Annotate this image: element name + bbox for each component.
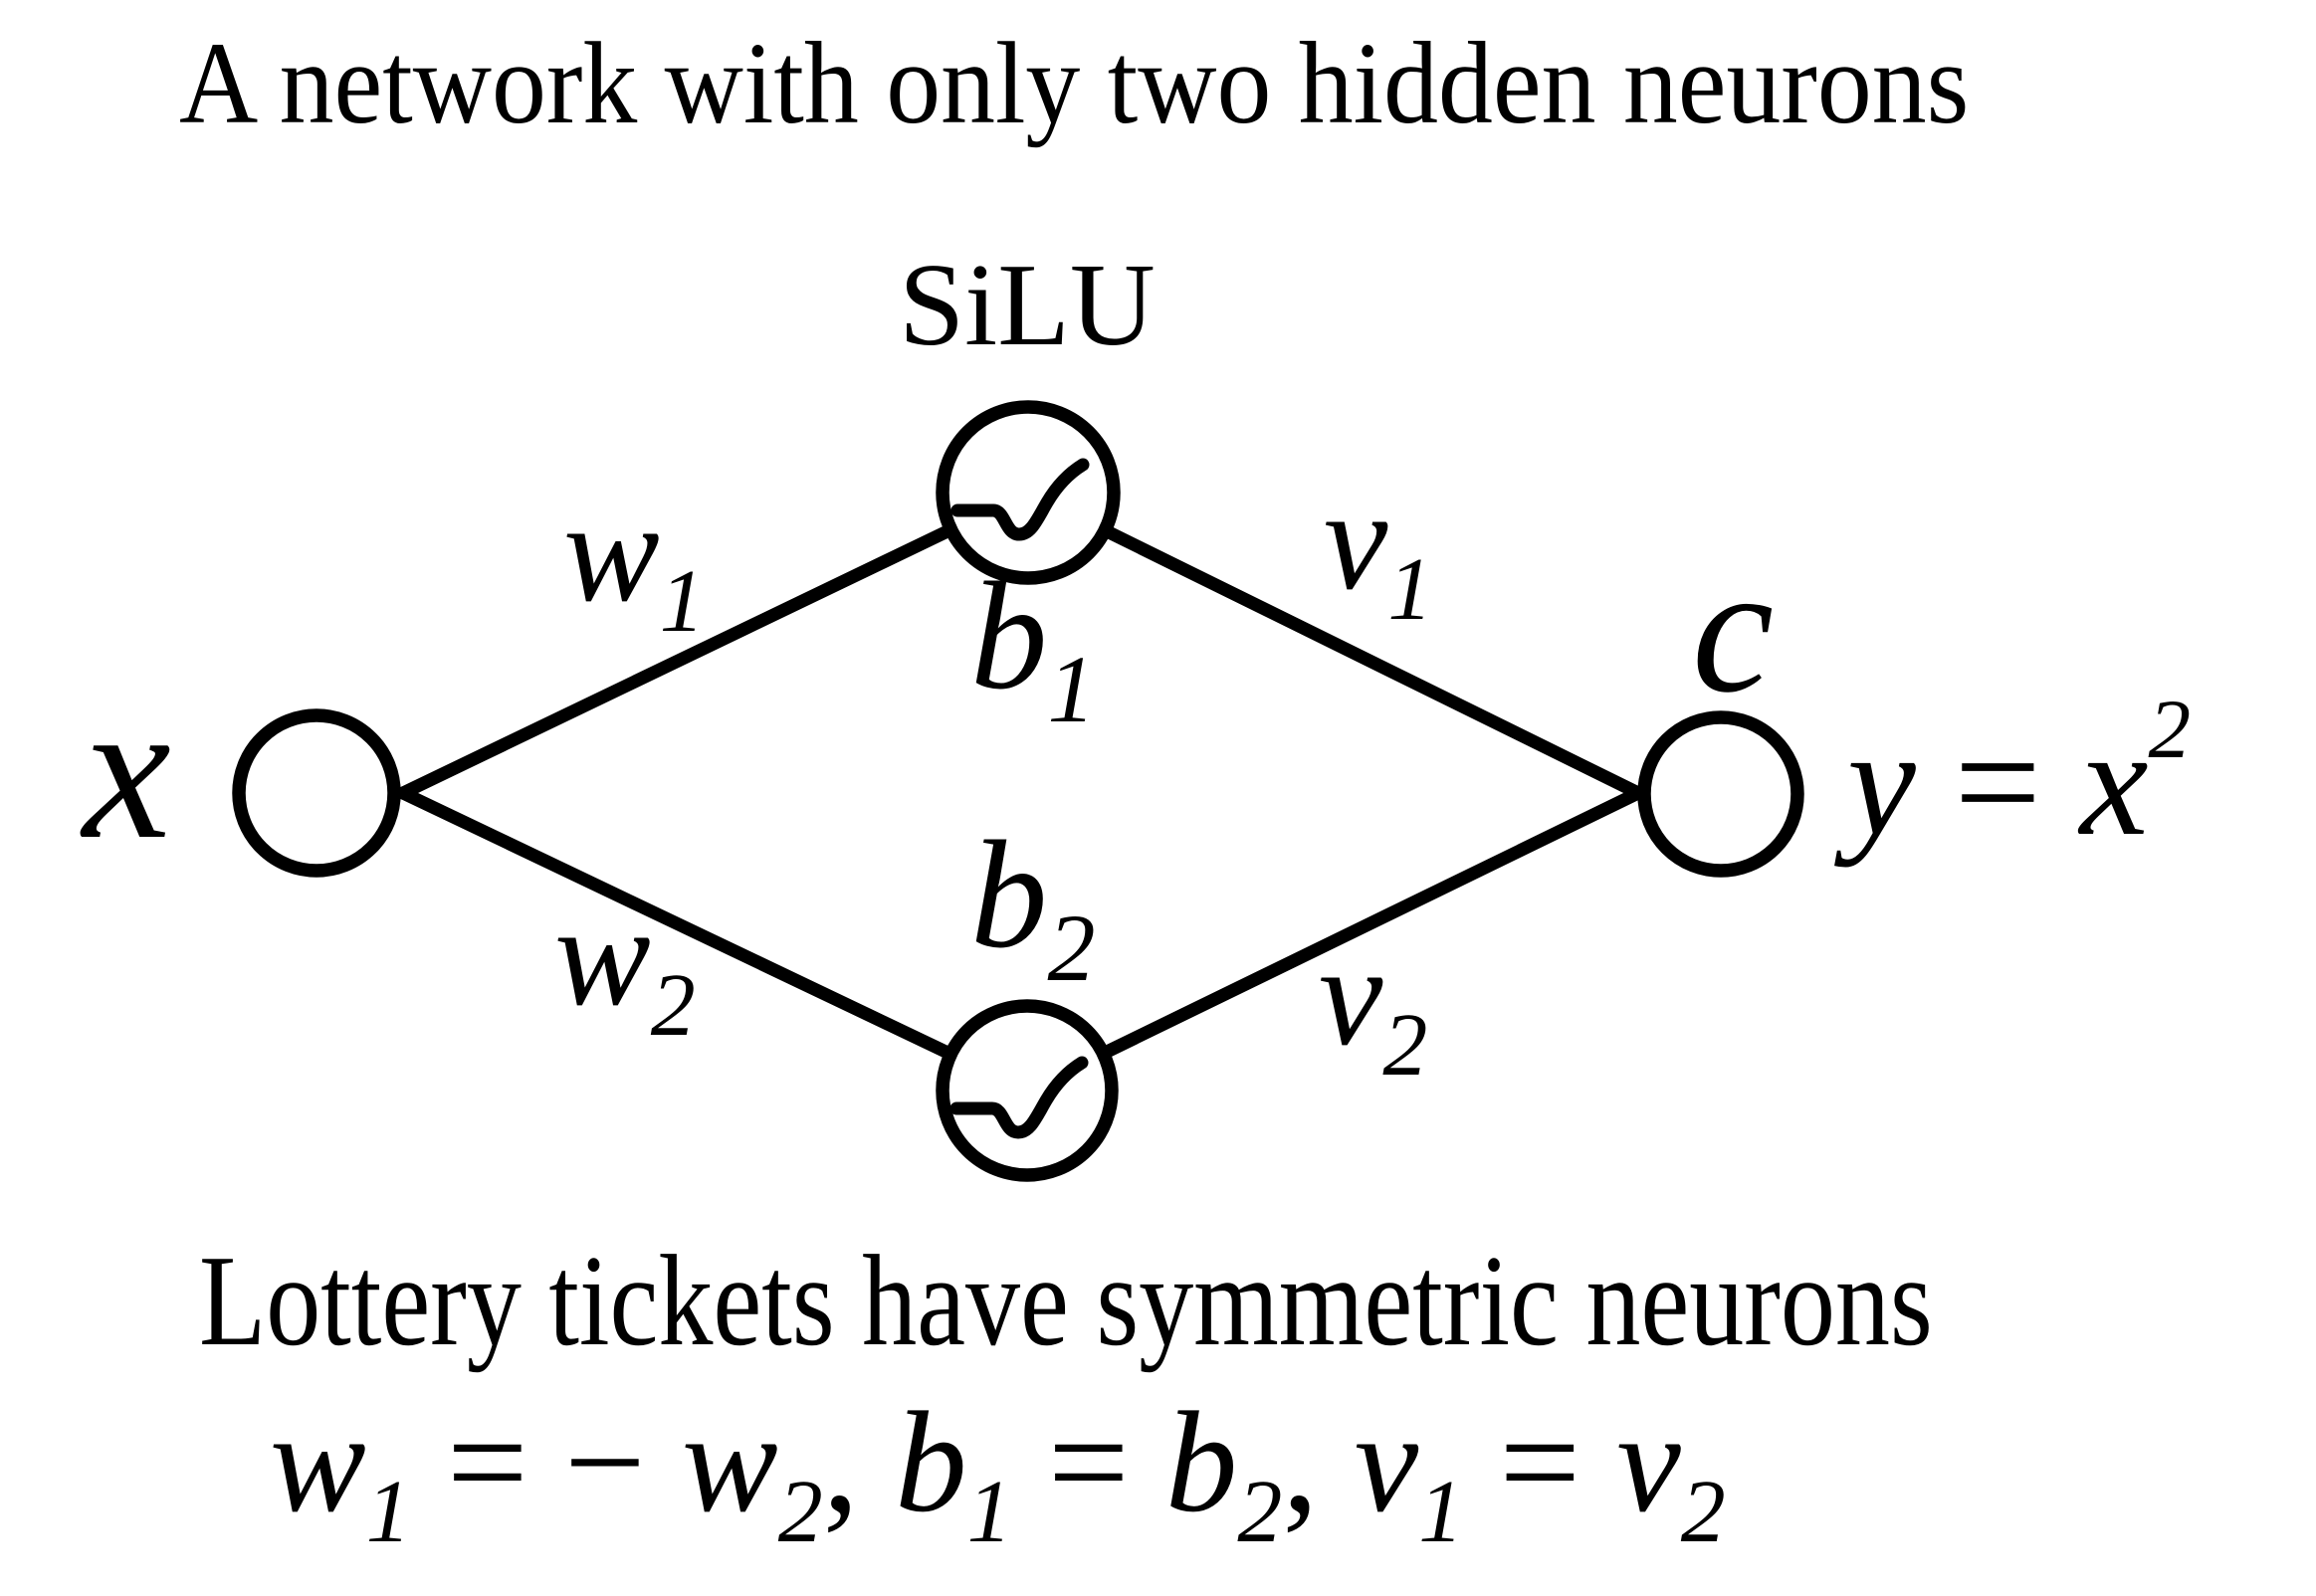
equation-rhs: x [2079, 697, 2149, 868]
input-node [232, 708, 401, 878]
equation-exponent: 2 [2148, 683, 2192, 777]
input-label: x [83, 661, 171, 881]
output-weight-label: c [1692, 527, 1775, 731]
activation-label: SiLU [899, 239, 1156, 370]
hidden-node-2 [936, 999, 1119, 1182]
silu-curve-icon [949, 1056, 1089, 1139]
bias-label-b2: b2 [970, 809, 1096, 1001]
output-node [1637, 710, 1804, 878]
equation-equals: = [1915, 697, 2080, 868]
symmetry-formula: w1 = − w2, b1 = b2, v1 = v2 [270, 1383, 1726, 1562]
edge-label-v1: v1 [1324, 461, 1433, 640]
bias-label-b1: b1 [970, 550, 1096, 742]
figure-caption: Lottery tickets have symmetric neurons [199, 1229, 1933, 1373]
edge-w2 [396, 786, 1034, 1097]
edge-w1 [396, 486, 1035, 800]
edge-v1 [1021, 486, 1645, 800]
hidden-node-1 [936, 400, 1121, 585]
edge-v2 [1020, 786, 1645, 1097]
figure-title: A network with only two hidden neurons [179, 18, 1970, 148]
edge-label-v2: v2 [1319, 916, 1428, 1096]
output-equation: y = x2 [1847, 688, 2191, 860]
edge-label-w1: w1 [563, 473, 705, 652]
silu-curve-icon [950, 458, 1090, 541]
edge-label-w2: w2 [554, 877, 696, 1056]
equation-lhs: y [1847, 697, 1916, 868]
